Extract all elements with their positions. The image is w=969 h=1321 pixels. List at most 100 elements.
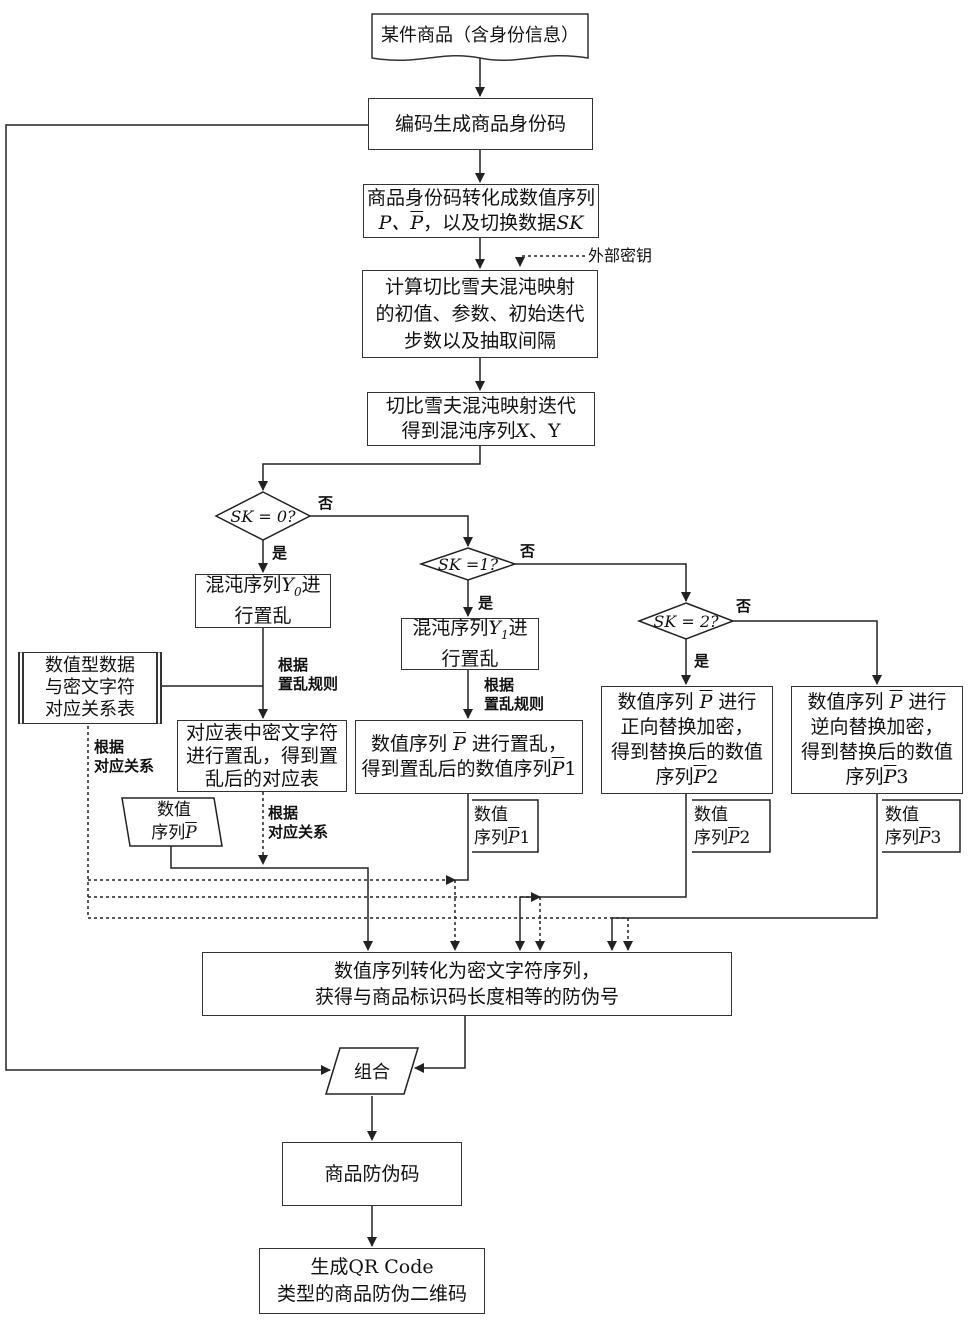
scr0-t2: 进 [302,574,321,596]
out3-line2: 序列P3 [885,827,955,850]
num-p-line2: 序列P [132,822,216,845]
iterate-x: X [515,420,529,442]
scr0-sub: 0 [294,584,302,598]
out2-suffix: 2 [739,828,750,848]
convert-sk: SK [556,212,583,234]
fwd-t1: 数值序列 [618,691,700,713]
scr1-line1: 混沌序列Y1进 [412,616,527,648]
compute-box: 计算切比雪夫混沌映射 的初值、参数、初始迭代 步数以及抽取间隔 [362,270,598,358]
d0-label: SK = 0? [216,504,310,528]
out1-text: 数值 序列P1 [474,804,538,850]
out1-line1: 数值 [474,804,538,827]
rev-line2: 逆向替换加密， [810,715,943,740]
fwd-line3: 得到替换后的数值 [611,740,763,765]
num-p-sym: P [185,823,196,843]
convert-text: ，以及切换数据 [423,212,556,234]
by-corr1-label: 根据 对应关系 [94,738,154,776]
start-node: 某件商品（含身份信息） [372,16,588,52]
convert-line2: P、P，以及切换数据SK [379,211,584,236]
perm-line1: 数值序列 P 进行置乱， [371,732,567,757]
to-cipher-box: 数值序列转化为密文字符序列， 获得与商品标识码长度相等的防伪号 [202,952,732,1016]
out3-suffix: 3 [930,828,941,848]
iterate-box: 切比雪夫混沌映射迭代 得到混沌序列X、Y [367,392,595,446]
scr0-line1: 混沌序列Y0进 [205,573,320,605]
rev-box: 数值序列 P 进行 逆向替换加密， 得到替换后的数值 序列P3 [791,686,963,794]
out3-text: 数值 序列P3 [885,804,955,850]
fwd-t4: 2 [706,766,718,788]
d0-no: 否 [318,494,333,513]
fwd-t3: 序列 [656,766,694,788]
rev-t3: 序列 [846,766,884,788]
iterate-line2: 得到混沌序列X、Y [401,419,560,444]
out1-sym: P [508,828,519,848]
d0-yes: 是 [272,544,287,563]
d2-label: SK = 2? [639,609,733,633]
iterate-t2: 、Y [529,420,561,442]
perm-p: P [453,733,466,755]
perm-p1: P [552,758,565,780]
perm-line2: 得到置乱后的数值序列P1 [362,757,577,782]
tbl-scramble-box: 对应表中密文字符 进行置乱，得到置 乱后的对应表 [177,720,347,792]
fwd-box: 数值序列 P 进行 正向替换加密， 得到替换后的数值 序列P2 [601,686,773,794]
out1-suffix: 1 [519,828,530,848]
table-label: 数值型数据 与密文字符 对应关系表 [45,655,135,721]
by-corr2-label: 根据 对应关系 [268,804,328,842]
scr1-t1: 混沌序列 [412,617,488,639]
out2-t: 序列 [694,828,728,848]
perm-t3: 得到置乱后的数值序列 [362,758,552,780]
rev-line3: 得到替换后的数值 [801,740,953,765]
encode-box: 编码生成商品身份码 [368,98,593,150]
convert-line1: 商品身份码转化成数值序列 [367,186,595,211]
tbl-scramble-label: 对应表中密文字符 进行置乱，得到置 乱后的对应表 [186,722,338,791]
perm-t2: 进行置乱， [466,733,567,755]
convert-pbar: P [410,212,423,234]
scr1-y: Y [488,617,501,639]
num-p-line1: 数值 [132,799,216,822]
ext-key-label: 外部密钥 [588,246,652,265]
fwd-line4: 序列P2 [656,765,719,790]
d1-no: 否 [520,542,535,561]
qr-box: 生成QR Code 类型的商品防伪二维码 [259,1248,485,1314]
rev-p3: P [884,766,897,788]
out3-line1: 数值 [885,804,955,827]
out2-line1: 数值 [694,804,764,827]
d2-yes: 是 [694,652,709,671]
anti-code-box: 商品防伪码 [282,1142,462,1206]
compute-label: 计算切比雪夫混沌映射 的初值、参数、初始迭代 步数以及抽取间隔 [375,274,584,355]
iterate-t1: 得到混沌序列 [401,420,515,442]
out1-t: 序列 [474,828,508,848]
rev-t4: 3 [896,766,908,788]
rev-line4: 序列P3 [846,765,909,790]
perm-t4: 1 [564,758,576,780]
out2-text: 数值 序列P2 [694,804,764,850]
convert-box: 商品身份码转化成数值序列 P、P，以及切换数据SK [363,184,599,238]
perm-t1: 数值序列 [371,733,453,755]
qr-label: 生成QR Code 类型的商品防伪二维码 [277,1254,467,1308]
d2-no: 否 [736,597,751,616]
out3-sym: P [919,828,930,848]
d1-label: SK =1? [421,552,515,576]
scr1-t2: 进 [509,617,528,639]
fwd-line1: 数值序列 P 进行 [618,690,757,715]
rev-p: P [890,691,903,713]
fwd-p: P [700,691,713,713]
scr1-sub: 1 [501,627,509,641]
scr0-y: Y [281,574,294,596]
anti-code-label: 商品防伪码 [324,1162,419,1187]
perm-box: 数值序列 P 进行置乱， 得到置乱后的数值序列P1 [355,720,583,794]
out3-t: 序列 [885,828,919,848]
encode-label: 编码生成商品身份码 [395,112,566,137]
fwd-p2: P [694,766,707,788]
d1-yes: 是 [478,594,493,613]
fwd-t2: 进行 [712,691,756,713]
scr1-line2: 行置乱 [441,647,498,672]
combine-label: 组合 [354,1058,390,1084]
out2-sym: P [728,828,739,848]
num-p-t: 序列 [151,823,185,843]
convert-p: P、 [379,212,411,234]
scr1-box: 混沌序列Y1进 行置乱 [401,618,539,670]
num-p-text: 数值 序列P [132,799,216,845]
rev-line1: 数值序列 P 进行 [808,690,947,715]
rule1-label: 根据 置乱规则 [484,676,544,714]
scr0-box: 混沌序列Y0进 行置乱 [195,574,331,628]
